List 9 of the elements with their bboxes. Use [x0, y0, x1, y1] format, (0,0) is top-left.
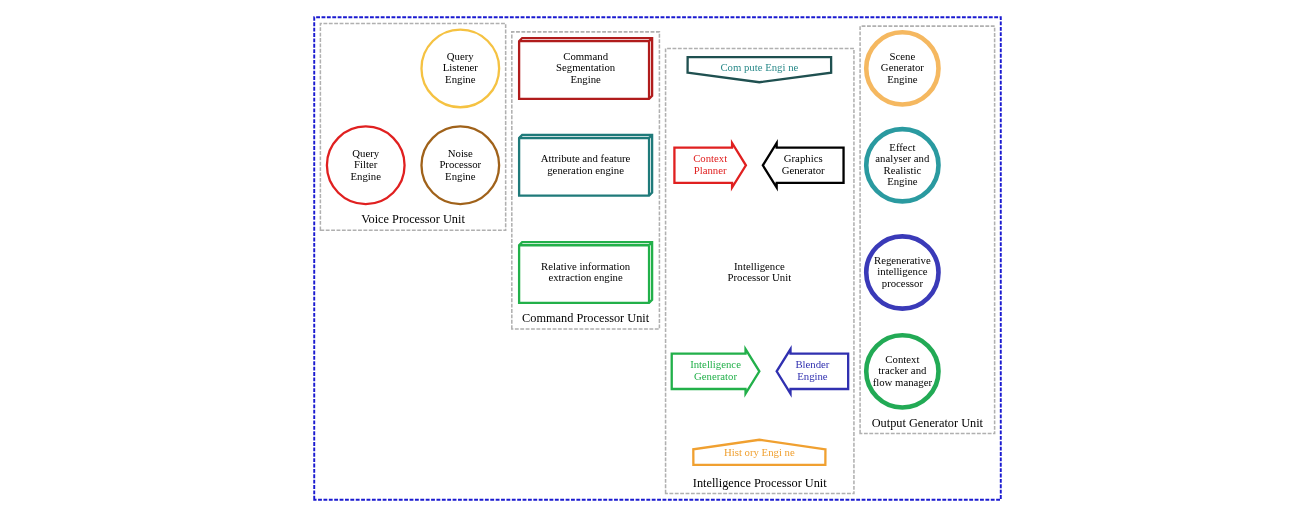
node-circle: Noise Processor Engine — [419, 125, 500, 206]
node-circle: Effect analyser and Realistic Engine — [863, 126, 941, 204]
node-circle: Query Listener Engine — [419, 28, 500, 109]
node-circle: Regenerative intelligence processor — [863, 234, 941, 311]
node-circle: Scene Generator Engine — [863, 29, 941, 107]
node-circle: Query Filter Engine — [325, 125, 406, 206]
node-circle: Context tracker and flow manager — [863, 332, 941, 410]
node-text: Intelligence Processor Unit — [727, 259, 791, 284]
cluster — [312, 16, 1002, 501]
